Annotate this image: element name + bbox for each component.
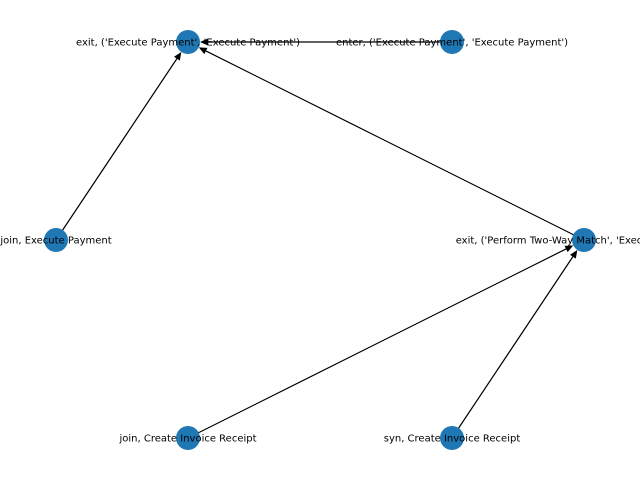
node-label-exit-execute-payment: exit, ('Execute Payment', 'Execute Payme…: [76, 38, 300, 49]
arrowhead-exit-perform-two-way-match-to-exit-execute-payment: [198, 47, 208, 55]
node-enter-execute-payment: [440, 30, 464, 54]
edge-join-execute-payment-to-exit-execute-payment: [55, 58, 178, 241]
labels-layer: exit, ('Execute Payment', 'Execute Payme…: [0, 38, 640, 445]
node-label-exit-perform-two-way-match: exit, ('Perform Two-Way Match', 'Execute…: [456, 236, 640, 247]
node-label-syn-create-invoice-receipt: syn, Create Invoice Receipt: [384, 434, 521, 445]
arrowhead-join-execute-payment-to-exit-execute-payment: [173, 51, 182, 61]
node-join-create-invoice-receipt: [176, 426, 200, 450]
arrowhead-join-create-invoice-receipt-to-exit-perform-two-way-match: [564, 245, 574, 253]
node-exit-execute-payment: [176, 30, 200, 54]
arrowhead-enter-execute-payment-to-exit-execute-payment: [200, 38, 208, 46]
arrowhead-syn-create-invoice-receipt-to-exit-perform-two-way-match: [569, 249, 578, 259]
node-syn-create-invoice-receipt: [440, 426, 464, 450]
edge-exit-perform-two-way-match-to-exit-execute-payment: [205, 50, 585, 241]
node-label-join-create-invoice-receipt: join, Create Invoice Receipt: [118, 434, 256, 445]
edges-layer: [55, 38, 585, 439]
node-label-enter-execute-payment: enter, ('Execute Payment', 'Execute Paym…: [336, 38, 568, 49]
node-exit-perform-two-way-match: [572, 228, 596, 252]
edge-syn-create-invoice-receipt-to-exit-perform-two-way-match: [451, 256, 574, 439]
nodes-layer: [44, 30, 596, 450]
node-join-execute-payment: [44, 228, 68, 252]
node-label-join-execute-payment: join, Execute Payment: [0, 236, 112, 247]
edge-join-create-invoice-receipt-to-exit-perform-two-way-match: [187, 248, 567, 439]
